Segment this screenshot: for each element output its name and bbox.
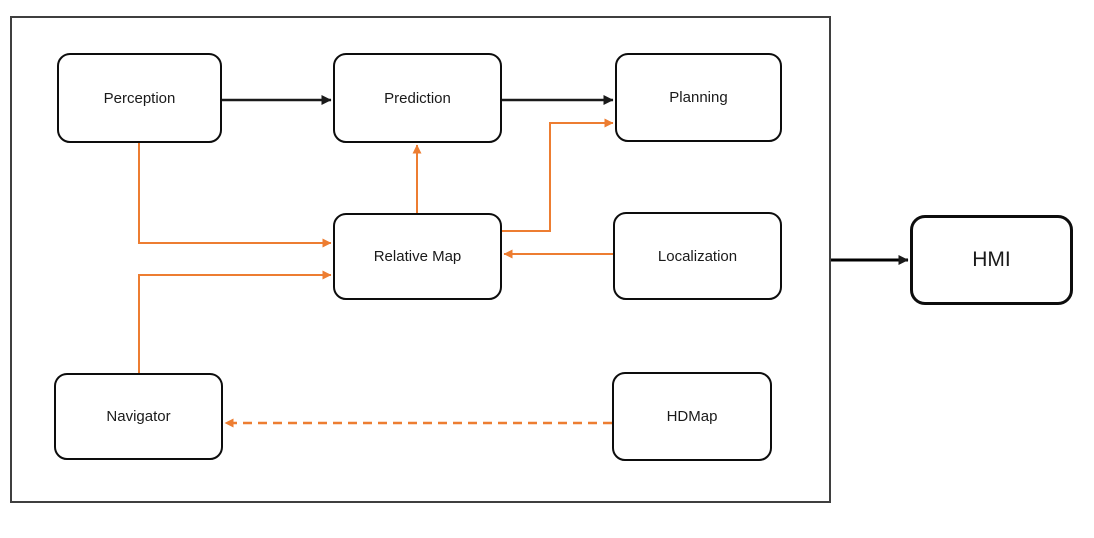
- node-navigator: Navigator: [54, 373, 223, 460]
- node-hmi: HMI: [910, 215, 1073, 305]
- node-perception-label: Perception: [103, 89, 176, 107]
- edge-navigator-to-relative-map: [138, 270, 332, 373]
- node-prediction-label: Prediction: [384, 89, 451, 107]
- edge-perception-to-relative-map: [138, 143, 332, 248]
- node-hdmap: HDMap: [612, 372, 772, 461]
- node-hdmap-label: HDMap: [666, 408, 718, 425]
- module-frame: [10, 16, 831, 503]
- node-localization-label: Localization: [657, 247, 738, 265]
- node-hmi-label: HMI: [972, 248, 1011, 271]
- node-prediction: Prediction: [333, 53, 502, 143]
- node-navigator-label: Navigator: [106, 408, 171, 425]
- node-relative-map: Relative Map: [333, 213, 502, 300]
- node-perception: Perception: [57, 53, 222, 143]
- node-planning: Planning: [615, 53, 782, 142]
- node-localization: Localization: [613, 212, 782, 300]
- node-planning-label: Planning: [669, 89, 728, 106]
- node-relative-map-label: Relative Map: [373, 248, 462, 265]
- edge-relative-map-to-planning: [502, 118, 614, 232]
